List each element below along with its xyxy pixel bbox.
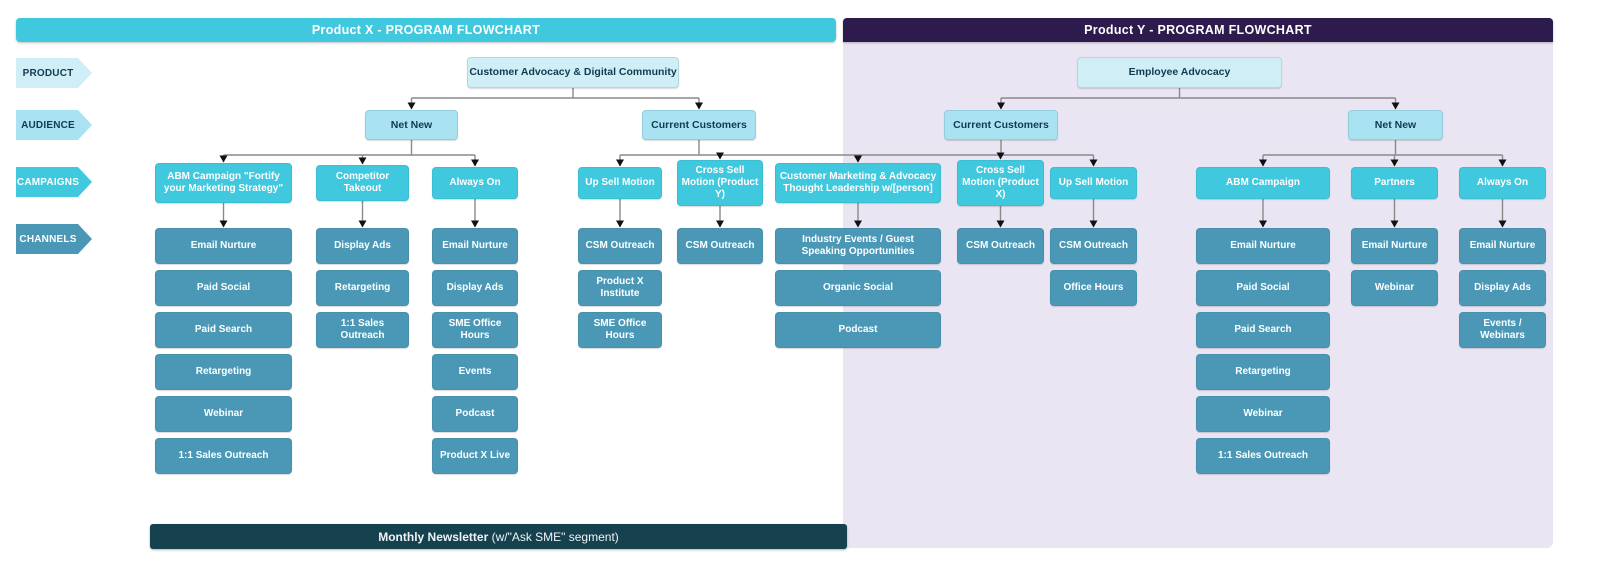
node-comp_c3: 1:1 Sales Outreach bbox=[316, 312, 409, 348]
node-usm_y_c2: Office Hours bbox=[1050, 270, 1137, 306]
node-part_c1: Email Nurture bbox=[1351, 228, 1438, 264]
node-abm_x_c1: Email Nurture bbox=[155, 228, 292, 264]
node-cc_y: Current Customers bbox=[944, 110, 1058, 140]
product-x-header: Product X - PROGRAM FLOWCHART bbox=[16, 18, 836, 42]
node-ao_x: Always On bbox=[432, 167, 518, 199]
node-abm_x_c2: Paid Social bbox=[155, 270, 292, 306]
node-ao_y: Always On bbox=[1459, 167, 1546, 199]
row-label-product: PRODUCT bbox=[16, 58, 92, 88]
node-cc_x: Current Customers bbox=[642, 110, 756, 140]
node-usm_y: Up Sell Motion bbox=[1050, 167, 1137, 199]
row-label-channels: CHANNELS bbox=[16, 224, 92, 254]
node-comp: Competitor Takeout bbox=[316, 165, 409, 201]
node-usm_x: Up Sell Motion bbox=[578, 167, 662, 199]
node-abm_y_c2: Paid Social bbox=[1196, 270, 1330, 306]
node-emp_adv: Employee Advocacy bbox=[1077, 57, 1282, 88]
node-comp_c1: Display Ads bbox=[316, 228, 409, 264]
node-csm_x_c1: CSM Outreach bbox=[957, 228, 1044, 264]
node-abm_y_c5: Webinar bbox=[1196, 396, 1330, 432]
node-abm_y_c3: Paid Search bbox=[1196, 312, 1330, 348]
node-cm_c2: Organic Social bbox=[775, 270, 941, 306]
newsletter-subtitle: (w/"Ask SME" segment) bbox=[488, 529, 619, 544]
node-abm_x: ABM Campaign "Fortify your Marketing Str… bbox=[155, 163, 292, 203]
node-ao_x_c6: Product X Live bbox=[432, 438, 518, 474]
node-ao_x_c5: Podcast bbox=[432, 396, 518, 432]
node-part_c2: Webinar bbox=[1351, 270, 1438, 306]
node-cm_c3: Podcast bbox=[775, 312, 941, 348]
node-abm_y_c1: Email Nurture bbox=[1196, 228, 1330, 264]
node-ao_x_c1: Email Nurture bbox=[432, 228, 518, 264]
node-csm_x: Cross Sell Motion (Product X) bbox=[957, 160, 1044, 206]
node-ao_y_c2: Display Ads bbox=[1459, 270, 1546, 306]
node-abm_x_c4: Retargeting bbox=[155, 354, 292, 390]
node-nn_y: Net New bbox=[1348, 110, 1443, 140]
node-cm: Customer Marketing & Advocacy Thought Le… bbox=[775, 163, 941, 203]
row-label-audience: AUDIENCE bbox=[16, 110, 92, 140]
node-ao_x_c3: SME Office Hours bbox=[432, 312, 518, 348]
node-nn_x: Net New bbox=[365, 110, 458, 140]
node-usm_x_c1: CSM Outreach bbox=[578, 228, 662, 264]
node-cm_c1: Industry Events / Guest Speaking Opportu… bbox=[775, 228, 941, 264]
node-ao_y_c3: Events / Webinars bbox=[1459, 312, 1546, 348]
node-abm_x_c5: Webinar bbox=[155, 396, 292, 432]
node-ao_y_c1: Email Nurture bbox=[1459, 228, 1546, 264]
node-csm_y: Cross Sell Motion (Product Y) bbox=[677, 160, 763, 206]
node-usm_x_c3: SME Office Hours bbox=[578, 312, 662, 348]
node-usm_y_c1: CSM Outreach bbox=[1050, 228, 1137, 264]
node-ao_x_c4: Events bbox=[432, 354, 518, 390]
newsletter-title: Monthly Newsletter bbox=[378, 529, 489, 544]
monthly-newsletter-bar: Monthly Newsletter (w/"Ask SME" segment) bbox=[150, 524, 847, 549]
node-abm_y_c6: 1:1 Sales Outreach bbox=[1196, 438, 1330, 474]
node-ao_x_c2: Display Ads bbox=[432, 270, 518, 306]
node-abm_y_c4: Retargeting bbox=[1196, 354, 1330, 390]
node-abm_y: ABM Campaign bbox=[1196, 167, 1330, 199]
row-label-campaigns: CAMPAIGNS bbox=[16, 167, 92, 197]
node-comp_c2: Retargeting bbox=[316, 270, 409, 306]
node-cust_adv: Customer Advocacy & Digital Community bbox=[467, 57, 679, 88]
node-csm_y_c1: CSM Outreach bbox=[677, 228, 763, 264]
node-abm_x_c6: 1:1 Sales Outreach bbox=[155, 438, 292, 474]
product-y-header: Product Y - PROGRAM FLOWCHART bbox=[843, 18, 1553, 42]
node-abm_x_c3: Paid Search bbox=[155, 312, 292, 348]
node-usm_x_c2: Product X Institute bbox=[578, 270, 662, 306]
node-partners: Partners bbox=[1351, 167, 1438, 199]
